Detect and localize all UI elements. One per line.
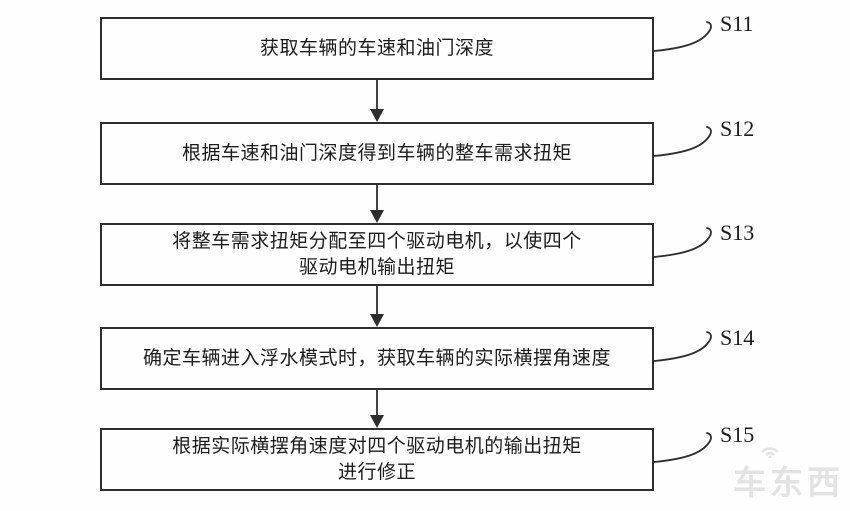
- flow-arrow: [370, 390, 384, 428]
- step-text: 确定车辆进入浮水模式时，获取车辆的实际横摆角速度: [142, 347, 611, 369]
- leader-line: [653, 21, 712, 52]
- flow-step-box-s11: 获取车辆的车速和油门深度: [100, 17, 654, 80]
- step-text: 驱动电机输出扭矩: [298, 256, 455, 278]
- flow-arrow: [370, 185, 384, 223]
- leader-line: [653, 331, 712, 362]
- flow-step-box-s14: 确定车辆进入浮水模式时，获取车辆的实际横摆角速度: [100, 327, 654, 390]
- flow-arrow: [370, 80, 384, 122]
- step-label-s12: S12: [720, 116, 755, 141]
- flow-arrow: [370, 286, 384, 327]
- step-label-s13: S13: [720, 220, 755, 245]
- step-text: 根据车速和油门深度得到车辆的整车需求扭矩: [181, 142, 572, 164]
- flow-step-box-s15: 根据实际横摆角速度对四个驱动电机的输出扭矩 进行修正: [100, 428, 654, 491]
- step-text: 进行修正: [337, 461, 416, 483]
- step-label-s14: S14: [720, 325, 755, 350]
- step-text: 将整车需求扭矩分配至四个驱动电机，以使四个: [172, 230, 582, 252]
- flow-step-box-s13: 将整车需求扭矩分配至四个驱动电机，以使四个 驱动电机输出扭矩: [100, 223, 654, 286]
- step-label-s11: S11: [720, 11, 754, 36]
- leader-line: [653, 432, 712, 463]
- watermark-text: 车东西: [733, 464, 844, 501]
- flow-step-box-s12: 根据车速和油门深度得到车辆的整车需求扭矩: [100, 122, 654, 185]
- leader-line: [653, 227, 712, 258]
- step-text: 根据实际横摆角速度对四个驱动电机的输出扭矩: [172, 435, 582, 457]
- leader-line: [653, 126, 712, 157]
- step-text: 获取车辆的车速和油门深度: [259, 37, 494, 59]
- watermark-signal-icon: [761, 447, 779, 458]
- step-label-s15: S15: [720, 422, 755, 447]
